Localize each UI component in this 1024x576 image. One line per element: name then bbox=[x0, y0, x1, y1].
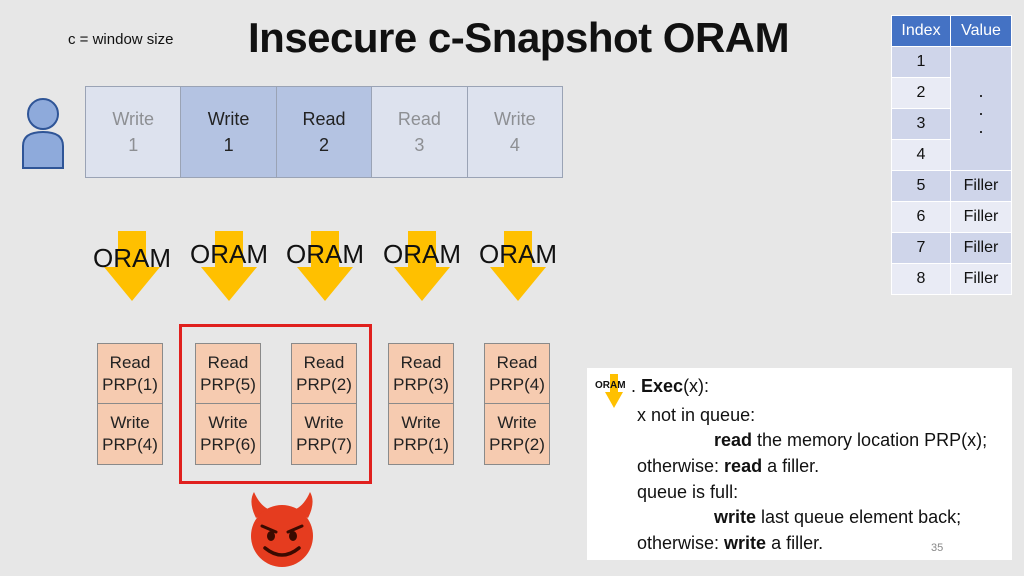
table-index-cell: 2 bbox=[891, 77, 951, 109]
user-icon bbox=[22, 98, 64, 169]
oram-label: ORAM bbox=[383, 239, 461, 269]
oram-label: ORAM bbox=[286, 239, 364, 269]
table-index-cell: 6 bbox=[891, 201, 951, 233]
index-header: Index bbox=[891, 15, 951, 47]
oram-arrow: ORAM bbox=[93, 231, 171, 301]
table-index-cell: 3 bbox=[891, 108, 951, 140]
oram-arrow: ORAM bbox=[479, 231, 557, 301]
oram-label: ORAM bbox=[93, 243, 171, 273]
leak-highlight-box bbox=[179, 324, 372, 484]
pseudocode-line: otherwise: write a filler. bbox=[637, 533, 824, 553]
table-index-cell: 5 bbox=[891, 170, 951, 202]
devil-icon bbox=[251, 492, 313, 567]
oram-label: ORAM bbox=[190, 239, 268, 269]
oram-arrow: ORAM bbox=[190, 231, 268, 301]
table-index-cell: 8 bbox=[891, 263, 951, 295]
pseudocode-line: otherwise: read a filler. bbox=[637, 456, 820, 476]
oram-arrow: ORAM bbox=[383, 231, 461, 301]
table-value-cell: Filler bbox=[950, 263, 1012, 295]
ellipsis-cell: ... bbox=[950, 46, 1012, 171]
memory-table: Index Value 1 ... 2 3 4 5 Filler 6 Fille… bbox=[891, 15, 1012, 295]
slide-title: Insecure c-Snapshot ORAM bbox=[248, 14, 790, 61]
table-value-cell: Filler bbox=[950, 170, 1012, 202]
table-index-cell: 7 bbox=[891, 232, 951, 264]
table-index-cell: 4 bbox=[891, 139, 951, 171]
oram-arrow: ORAM bbox=[286, 231, 364, 301]
table-index-cell: 1 bbox=[891, 46, 951, 78]
exec-pseudocode-panel: ORAM . Exec(x): x not in queue: read the… bbox=[587, 368, 1012, 560]
pseudocode-line: queue is full: bbox=[637, 482, 739, 502]
table-value-cell: Filler bbox=[950, 232, 1012, 264]
value-header: Value bbox=[950, 15, 1012, 47]
exec-heading: . Exec(x): bbox=[631, 376, 710, 396]
page-number: 35 bbox=[931, 542, 944, 554]
mini-oram-label: ORAM bbox=[595, 380, 626, 391]
oram-label: ORAM bbox=[479, 239, 557, 269]
table-value-cell: Filler bbox=[950, 201, 1012, 233]
pseudocode-line: read the memory location PRP(x); bbox=[714, 430, 988, 450]
pseudocode-line: x not in queue: bbox=[637, 405, 756, 425]
pseudocode-line: write last queue element back; bbox=[714, 507, 962, 527]
window-size-caption: c = window size bbox=[68, 31, 174, 48]
mini-oram-arrow-icon: ORAM bbox=[595, 372, 631, 408]
